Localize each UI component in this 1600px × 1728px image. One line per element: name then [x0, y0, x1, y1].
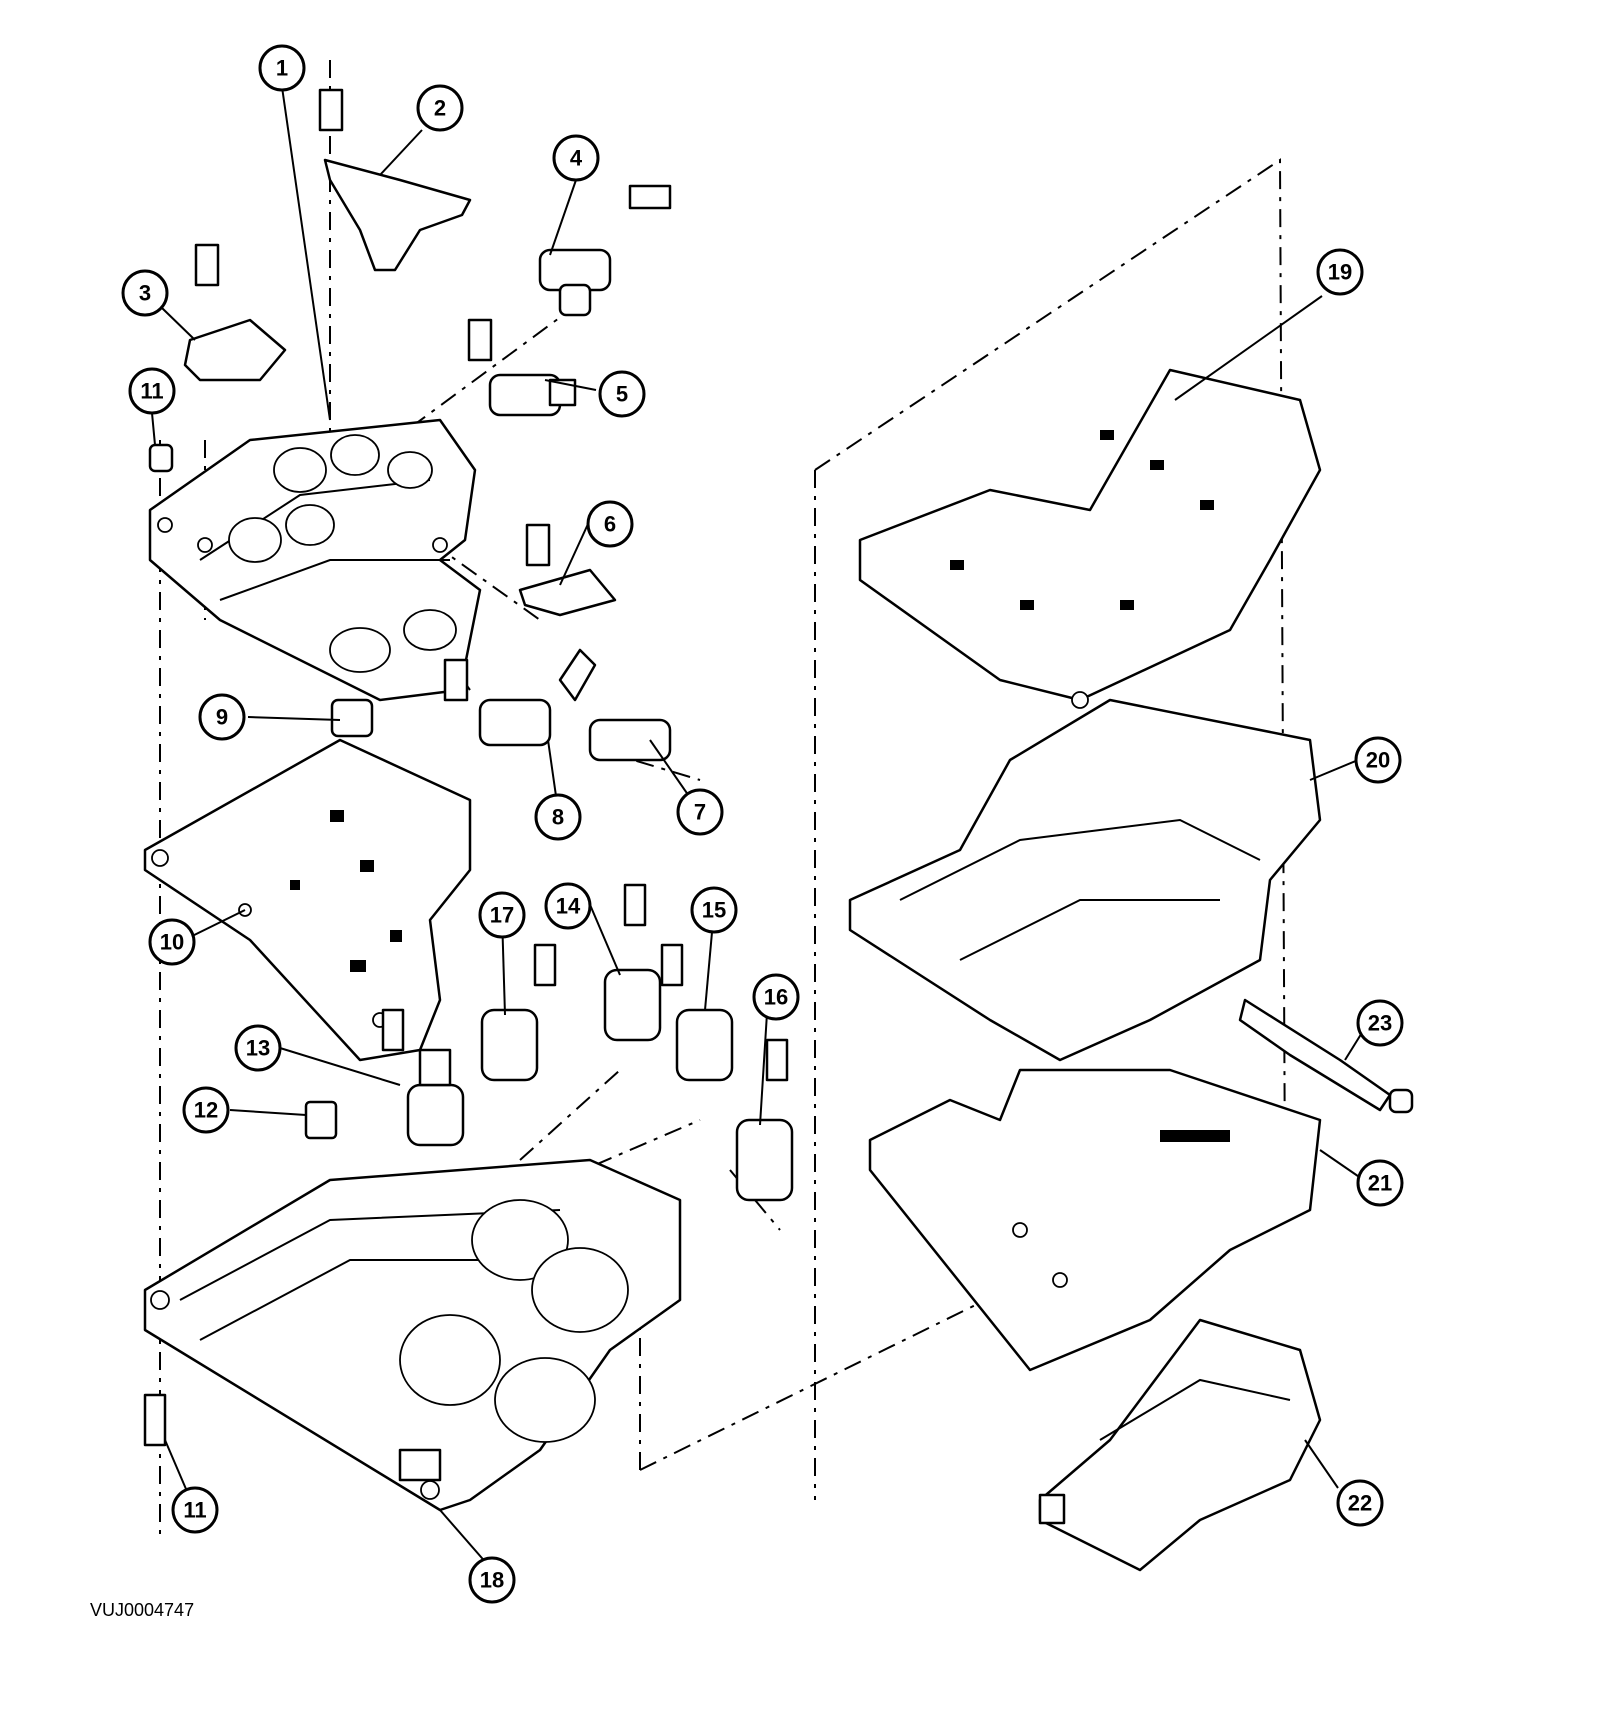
callout-15: 15 [690, 886, 738, 934]
callout-12: 12 [182, 1086, 230, 1134]
svg-text:23: 23 [1368, 1011, 1392, 1036]
callout-1: 1 [258, 44, 306, 92]
svg-text:5: 5 [616, 382, 628, 407]
upper-valve-body [148, 418, 482, 702]
svg-text:7: 7 [694, 800, 706, 825]
figure-code: VUJ0004747 [90, 1600, 195, 1620]
svg-text:11: 11 [140, 379, 163, 404]
svg-text:10: 10 [160, 930, 184, 955]
callout-18: 18 [468, 1556, 516, 1604]
callout-23: 23 [1356, 999, 1404, 1047]
callouts: 1 2 3 4 5 6 7 8 9 10 11 12 13 14 15 16 1… [121, 44, 1404, 1604]
callout-16: 16 [752, 973, 800, 1021]
upper-separator-plate [143, 738, 472, 1062]
svg-text:14: 14 [556, 894, 581, 919]
right-separator-plate-upper [858, 368, 1322, 709]
svg-text:19: 19 [1328, 260, 1352, 285]
svg-text:4: 4 [570, 146, 583, 171]
svg-text:21: 21 [1368, 1171, 1392, 1196]
svg-text:6: 6 [604, 512, 616, 537]
svg-text:2: 2 [434, 96, 446, 121]
callout-8: 8 [534, 793, 582, 841]
right-separator-plate-lower [868, 1068, 1322, 1372]
lower-valve-body [143, 1158, 682, 1512]
callout-10: 10 [148, 918, 196, 966]
callout-4: 4 [552, 134, 600, 182]
callout-11-upper: 11 [128, 367, 176, 415]
svg-text:9: 9 [216, 705, 228, 730]
svg-text:1: 1 [276, 56, 288, 81]
callout-2: 2 [416, 84, 464, 132]
svg-text:11: 11 [183, 1498, 206, 1523]
callout-7: 7 [676, 788, 724, 836]
svg-text:3: 3 [139, 281, 151, 306]
callout-11-lower: 11 [171, 1486, 219, 1534]
svg-text:8: 8 [552, 805, 564, 830]
callout-5: 5 [598, 370, 646, 418]
callout-14: 14 [544, 882, 592, 930]
right-lower-cover [1038, 1318, 1322, 1572]
svg-text:16: 16 [764, 985, 788, 1010]
svg-text:18: 18 [480, 1568, 504, 1593]
svg-text:22: 22 [1348, 1491, 1372, 1516]
callout-17: 17 [478, 891, 526, 939]
callout-22: 22 [1336, 1479, 1384, 1527]
svg-text:20: 20 [1366, 748, 1390, 773]
callout-3: 3 [121, 269, 169, 317]
callout-19: 19 [1316, 248, 1364, 296]
right-valve-body [848, 698, 1392, 1112]
callout-21: 21 [1356, 1159, 1404, 1207]
callout-9: 9 [198, 693, 246, 741]
callout-13: 13 [234, 1024, 282, 1072]
svg-text:12: 12 [194, 1098, 218, 1123]
svg-text:17: 17 [490, 903, 514, 928]
small-parts [143, 88, 1414, 1447]
callout-20: 20 [1354, 736, 1402, 784]
svg-text:13: 13 [246, 1036, 270, 1061]
callout-6: 6 [586, 500, 634, 548]
svg-text:15: 15 [702, 898, 726, 923]
